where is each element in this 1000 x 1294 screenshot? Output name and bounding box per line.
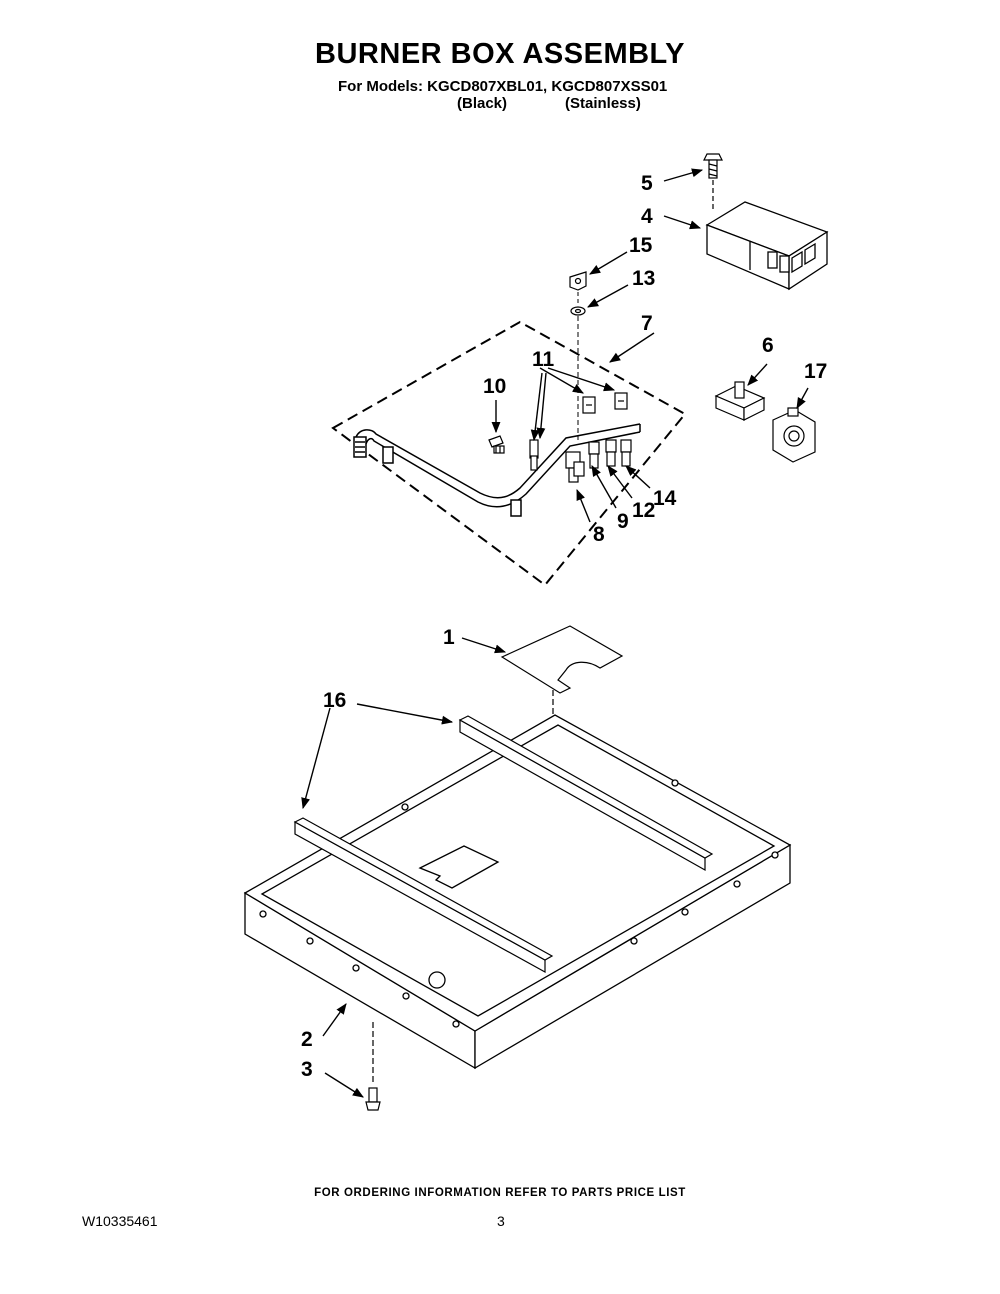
brackets-part-16 <box>293 715 714 974</box>
regulator-part-17 <box>772 407 816 463</box>
variant-stainless: (Stainless) <box>565 95 641 112</box>
callout-13: 13 <box>632 267 655 290</box>
junction-box-part-4 <box>705 201 829 291</box>
valve-parts <box>529 439 632 483</box>
clip-parts-11 <box>582 392 628 414</box>
callout-9: 9 <box>617 510 629 533</box>
screw-part-5 <box>703 153 723 212</box>
page-title: BURNER BOX ASSEMBLY <box>315 38 685 70</box>
callout-14: 14 <box>653 487 677 510</box>
washer-part-13 <box>570 306 586 316</box>
callout-7: 7 <box>641 312 653 335</box>
callout-17: 17 <box>804 360 827 383</box>
variant-black: (Black) <box>457 95 508 112</box>
callout-8: 8 <box>593 523 605 546</box>
switch-part-6 <box>714 381 766 421</box>
callout-16: 16 <box>323 689 346 712</box>
bracket-part-15 <box>569 271 587 291</box>
callout-2: 2 <box>301 1028 313 1051</box>
ordering-note: FOR ORDERING INFORMATION REFER TO PARTS … <box>314 1187 686 1199</box>
callout-1: 1 <box>443 626 455 649</box>
screw-part-10 <box>488 435 505 454</box>
burner-box-part-2 <box>243 714 792 1070</box>
page-number: 3 <box>497 1213 505 1229</box>
manifold-pipe <box>353 423 641 517</box>
callout-3: 3 <box>301 1058 313 1081</box>
callout-11: 11 <box>532 348 555 371</box>
callout-12: 12 <box>632 499 655 522</box>
callout-4: 4 <box>641 205 653 228</box>
models-subtitle: For Models: KGCD807XBL01, KGCD807XSS01 <box>338 78 668 95</box>
document-number: W10335461 <box>82 1213 158 1229</box>
callout-5: 5 <box>641 172 653 195</box>
callout-10: 10 <box>483 375 506 398</box>
screw-part-3 <box>365 1022 381 1111</box>
leader-arrows <box>301 168 809 1098</box>
manifold-group-outline-part-7 <box>331 320 687 587</box>
callout-6: 6 <box>762 334 774 357</box>
callout-15: 15 <box>629 234 653 257</box>
